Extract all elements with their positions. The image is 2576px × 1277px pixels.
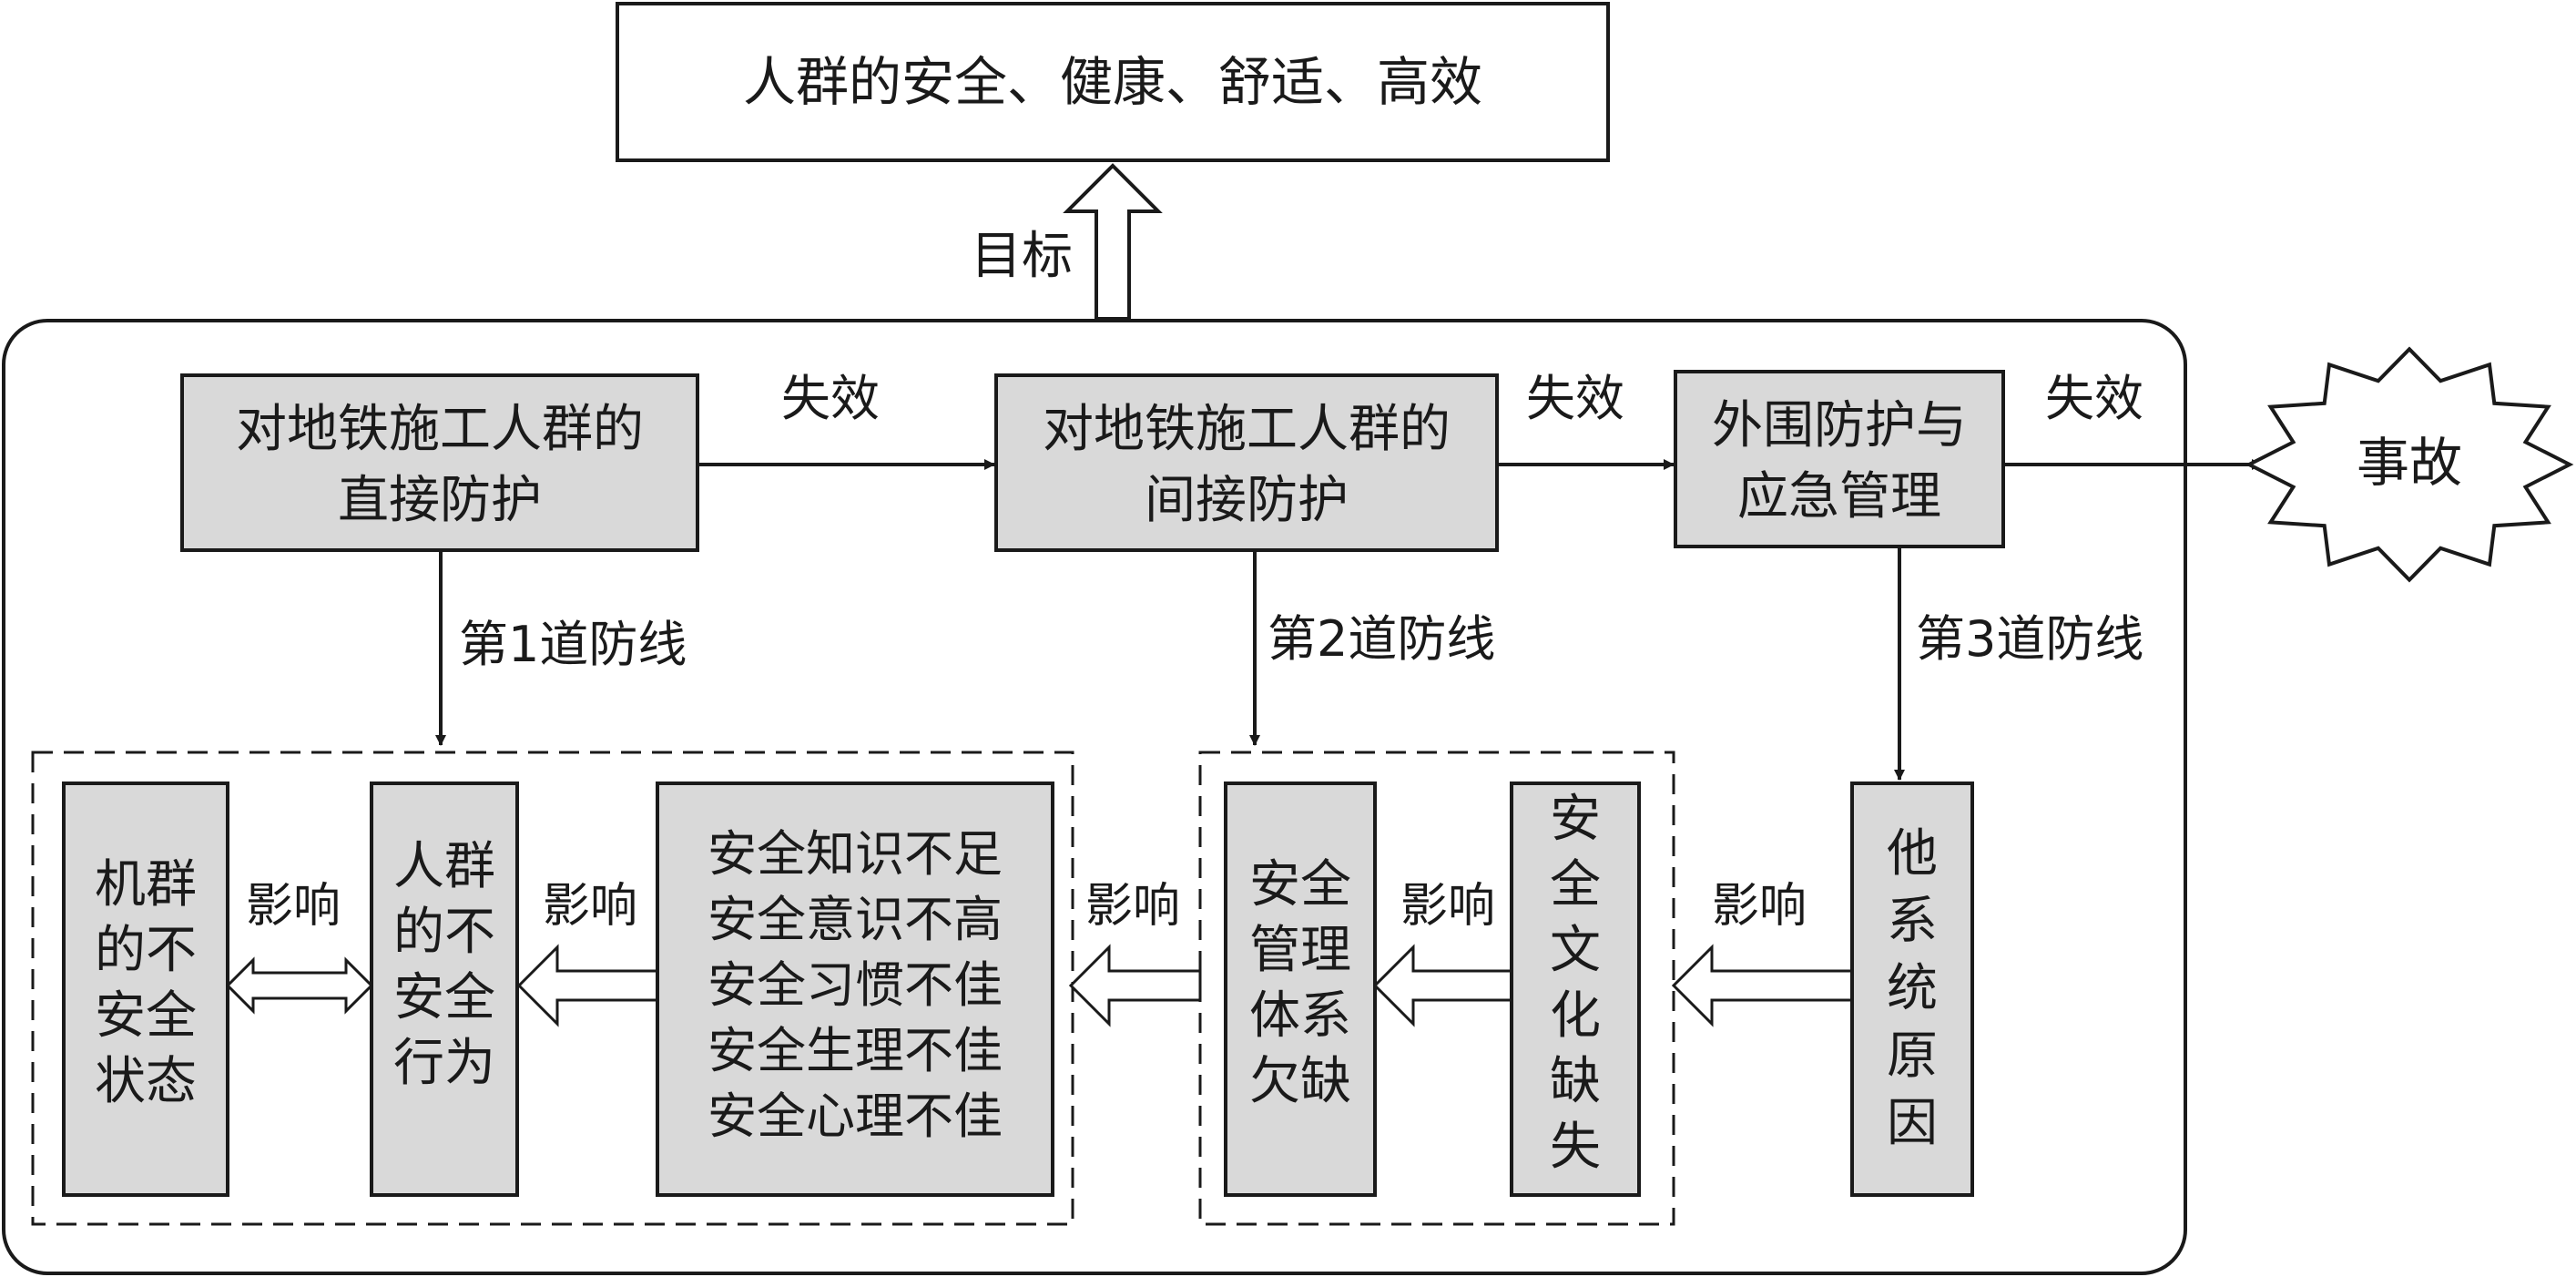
human-behavior-line-2: 的不 bbox=[393, 903, 495, 962]
hollow-arrow-culture-management bbox=[1372, 944, 1513, 1027]
defense-3-line-2: 应急管理 bbox=[1737, 467, 1941, 526]
other-system-char-5: 因 bbox=[1887, 1094, 1938, 1153]
defense-3-box bbox=[1674, 370, 2005, 548]
defense-1-line-1: 对地铁施工人群的 bbox=[236, 400, 644, 459]
human-behavior-line-3: 安全 bbox=[393, 968, 495, 1027]
culture-char-4: 化 bbox=[1550, 986, 1601, 1046]
defense-2-line-1: 对地铁施工人群的 bbox=[1043, 400, 1451, 459]
deficits-box bbox=[656, 782, 1054, 1197]
other-system-box bbox=[1850, 782, 1974, 1197]
defense-2-line-2: 间接防护 bbox=[1145, 471, 1349, 530]
culture-char-6: 失 bbox=[1550, 1118, 1601, 1177]
machine-state-box bbox=[62, 782, 229, 1197]
defense-1-box bbox=[180, 373, 699, 552]
influence-label-2: 影响 bbox=[543, 879, 637, 934]
double-arrow-machine-human bbox=[225, 956, 374, 1015]
deficit-item-4: 安全生理不佳 bbox=[708, 1022, 1003, 1079]
other-system-char-1: 他 bbox=[1887, 824, 1938, 884]
hollow-arrow-group2-deficits bbox=[1068, 944, 1202, 1027]
outer-container bbox=[2, 319, 2187, 1275]
deficit-item-5: 安全心理不佳 bbox=[708, 1088, 1003, 1145]
management-line-4: 欠缺 bbox=[1249, 1052, 1351, 1111]
failure-label-2: 失效 bbox=[1526, 370, 1624, 427]
machine-state-line-2: 的不 bbox=[95, 921, 197, 980]
hollow-arrow-other-group2 bbox=[1671, 944, 1854, 1027]
machine-state-line-1: 机群 bbox=[95, 855, 197, 914]
human-behavior-line-4: 行为 bbox=[393, 1034, 495, 1093]
other-system-char-3: 统 bbox=[1887, 959, 1938, 1018]
failure-label-1: 失效 bbox=[781, 370, 880, 427]
culture-char-1: 安 bbox=[1550, 790, 1601, 849]
influence-label-3: 影响 bbox=[1085, 879, 1180, 934]
goal-arrow-label: 目标 bbox=[971, 227, 1073, 286]
goal-box bbox=[616, 2, 1610, 162]
other-system-char-2: 系 bbox=[1887, 892, 1938, 951]
failure-label-3: 失效 bbox=[2045, 370, 2143, 427]
human-behavior-box bbox=[370, 782, 519, 1197]
defense-line-label-3: 第3道防线 bbox=[1916, 610, 2143, 668]
culture-char-3: 文 bbox=[1550, 921, 1601, 980]
defense-3-line-1: 外围防护与 bbox=[1712, 396, 1967, 455]
culture-box bbox=[1510, 782, 1641, 1197]
goal-text: 人群的安全、健康、舒适、高效 bbox=[743, 51, 1482, 113]
deficit-item-3: 安全习惯不佳 bbox=[708, 956, 1003, 1014]
influence-label-4: 影响 bbox=[1400, 879, 1495, 934]
accident-text: 事故 bbox=[2357, 432, 2462, 494]
culture-char-5: 缺 bbox=[1550, 1052, 1601, 1111]
influence-label-1: 影响 bbox=[246, 879, 341, 934]
other-system-char-4: 原 bbox=[1887, 1027, 1938, 1086]
machine-state-line-4: 状态 bbox=[95, 1052, 197, 1111]
machine-state-line-3: 安全 bbox=[95, 986, 197, 1046]
accident-starburst bbox=[2245, 346, 2574, 583]
deficit-item-2: 安全意识不高 bbox=[708, 891, 1003, 948]
hollow-arrow-deficits-human bbox=[516, 944, 659, 1027]
defense-1-line-2: 直接防护 bbox=[338, 471, 542, 530]
management-line-3: 体系 bbox=[1249, 986, 1351, 1046]
goal-arrow bbox=[1063, 163, 1163, 321]
defense-line-label-2: 第2道防线 bbox=[1268, 610, 1495, 668]
culture-char-2: 全 bbox=[1550, 855, 1601, 914]
influence-label-5: 影响 bbox=[1712, 879, 1807, 934]
management-line-2: 管理 bbox=[1249, 921, 1351, 980]
deficit-item-1: 安全知识不足 bbox=[708, 825, 1003, 883]
management-line-1: 安全 bbox=[1249, 855, 1351, 914]
defense-line-label-1: 第1道防线 bbox=[459, 616, 687, 673]
management-box bbox=[1224, 782, 1377, 1197]
human-behavior-line-1: 人群 bbox=[393, 837, 495, 896]
